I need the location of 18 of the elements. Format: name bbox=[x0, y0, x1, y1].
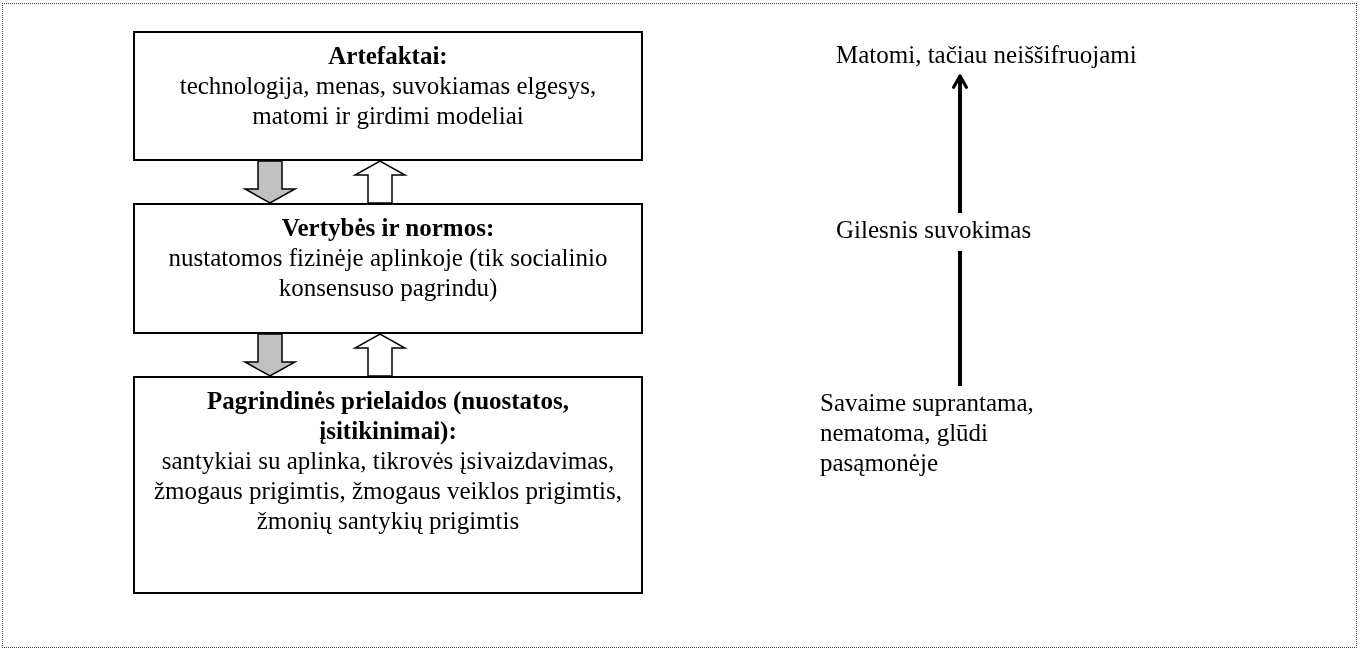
box-heading: Pagrindinės prielaidos (nuostatos, įsitikinimai): bbox=[206, 386, 570, 446]
level-label: Matomi, tačiau neiššifruojami bbox=[836, 40, 1236, 72]
box-heading: Artefaktai: bbox=[327, 41, 449, 71]
connector-line bbox=[958, 251, 962, 386]
level-label: Savaime suprantama, nematoma, glūdi pasąmonėje bbox=[820, 388, 1110, 478]
box-description: nustatomos fizinėje aplinkoje (tik socialinio konsensuso pagrindu) bbox=[167, 243, 609, 303]
process-box bbox=[133, 31, 643, 161]
box-heading: Vertybės ir normos: bbox=[280, 213, 496, 243]
level-label: Gilesnis suvokimas bbox=[836, 215, 1096, 247]
process-box bbox=[133, 376, 643, 594]
process-box bbox=[133, 203, 643, 334]
block-arrow bbox=[352, 333, 408, 377]
arrow bbox=[952, 74, 968, 213]
block-arrow bbox=[352, 160, 408, 204]
block-arrow bbox=[242, 333, 298, 377]
box-description: santykiai su aplinka, tikrovės įsivaizdavimas, žmogaus prigimtis, žmogaus veiklos prigimtis, žmonių santykių prigimtis bbox=[153, 446, 623, 536]
box-description: technologija, menas, suvokiamas elgesys, matomi ir girdimi modeliai bbox=[178, 71, 598, 131]
block-arrow bbox=[242, 160, 298, 204]
